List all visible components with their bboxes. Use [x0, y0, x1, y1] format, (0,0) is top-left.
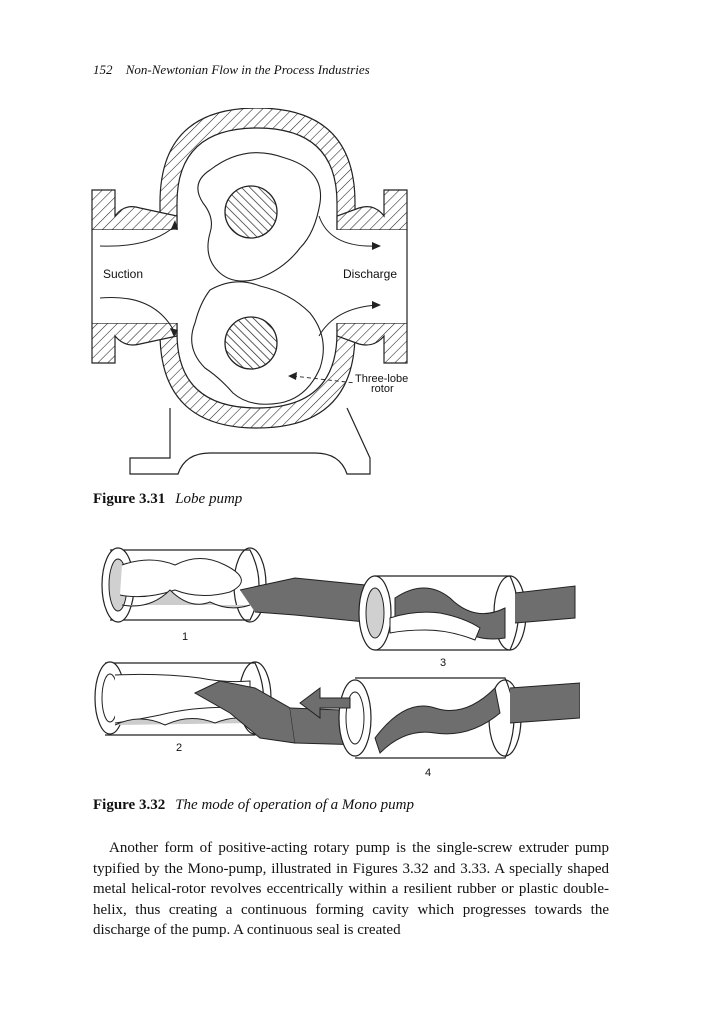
discharge-label: Discharge [343, 267, 397, 281]
three-lobe-label: Three-lobe [355, 373, 408, 385]
suction-flow-arrow-upper [99, 225, 176, 247]
discharge-flange-bottom [336, 322, 408, 364]
body-paragraph: Another form of positive-acting rotary p… [93, 840, 609, 938]
figure-3-32-caption: Figure 3.32 The mode of operation of a Mo… [93, 797, 414, 814]
figure-3-31-caption: Figure 3.31 Lobe pump [93, 491, 242, 508]
figure-label: Figure 3.31 [93, 491, 166, 507]
suction-flow-arrow-lower [99, 296, 176, 334]
pump-base [129, 407, 371, 475]
suction-label: Suction [103, 267, 143, 281]
stage-3-label: 3 [440, 657, 446, 669]
upper-rotor-shaft [224, 185, 278, 239]
mono-pump-stage-2: 2 [94, 661, 366, 754]
page-number: 152 [93, 62, 113, 77]
suction-flange-top [91, 189, 178, 231]
discharge-flow-arrow-lower [318, 304, 378, 337]
rotor-pointer-line [292, 375, 356, 384]
stage-1-label: 1 [182, 631, 188, 643]
stage-2-label: 2 [176, 742, 182, 754]
stage-4-label: 4 [425, 767, 431, 779]
lobe-pump-diagram: Suction Discharge Three-lobe rotor [91, 108, 408, 475]
mono-pump-stage-3: 3 [358, 575, 576, 669]
discharge-flange-top [336, 189, 408, 231]
running-header: 152 Non-Newtonian Flow in the Process In… [93, 62, 370, 78]
figure-title: The mode of operation of a Mono pump [175, 797, 414, 813]
lower-rotor-shaft [224, 316, 278, 370]
mono-pump-stage-1: 1 [101, 547, 366, 643]
mono-pump-stage-4: 4 [299, 677, 580, 779]
running-title: Non-Newtonian Flow in the Process Indust… [125, 62, 370, 77]
suction-flange-bottom [91, 322, 178, 364]
figure-title: Lobe pump [175, 491, 243, 507]
figure-label: Figure 3.32 [93, 797, 166, 813]
mono-pump-diagram: 1 2 3 4 [94, 547, 580, 779]
discharge-flow-arrow-upper [318, 215, 378, 247]
rotor-label: rotor [371, 383, 394, 395]
